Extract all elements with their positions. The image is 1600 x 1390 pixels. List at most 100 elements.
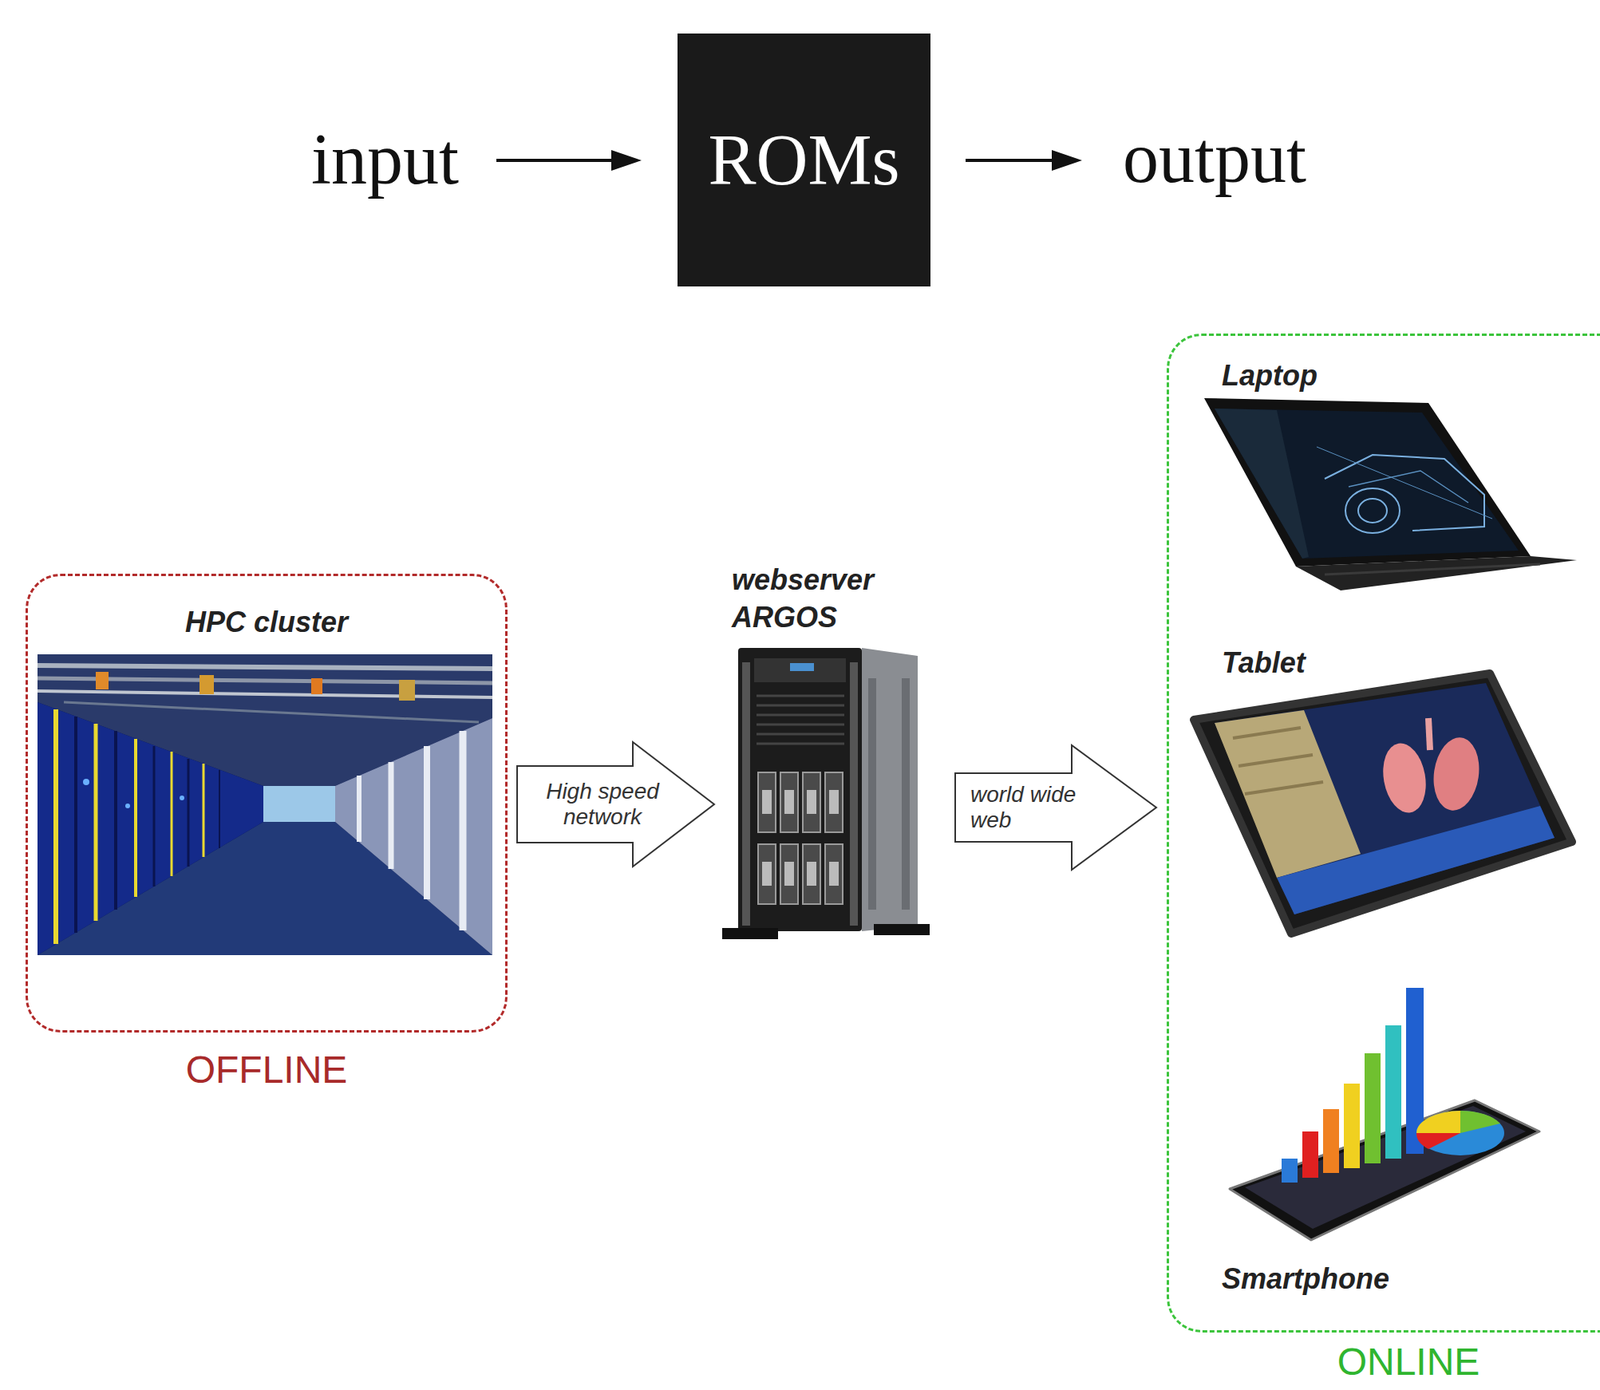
tablet-picture-part — [1193, 673, 1573, 934]
hpc-photo-part — [311, 678, 323, 695]
laptop-picture-part — [1324, 454, 1485, 531]
hpc-photo-part — [263, 786, 336, 822]
smartphone-picture-part — [1416, 1110, 1505, 1156]
smartphone-picture-part-part — [1343, 1083, 1360, 1169]
offline-region: HPC clusterOFFLINE — [25, 573, 508, 1033]
tablet-picture-part — [1244, 782, 1324, 795]
hpc-photo-part — [187, 758, 190, 867]
laptop-device: Laptop — [1204, 356, 1577, 591]
hpc-photo-part — [82, 778, 90, 786]
node-label: ONLINE — [1169, 1343, 1600, 1382]
hpc-photo-part — [37, 665, 493, 669]
hpc-photo-part — [356, 775, 362, 842]
server-tower-part-part — [758, 772, 776, 833]
server-tower-part — [738, 647, 862, 932]
smartphone-picture-part-part — [1364, 1053, 1381, 1164]
hpc-photo-part — [37, 702, 264, 956]
laptop-picture-part — [1348, 470, 1469, 503]
laptop-picture-part — [1324, 564, 1541, 575]
server-tower-part-part — [758, 844, 776, 905]
node-label: Tablet — [1221, 645, 1306, 680]
server-tower-part — [756, 695, 845, 698]
server-tower-part — [790, 663, 814, 672]
server-tower-part — [756, 723, 845, 727]
node-label: output — [1121, 118, 1308, 198]
block-arrow — [517, 742, 715, 867]
server-tower-part — [849, 662, 858, 926]
server-tower-part-part — [802, 844, 821, 905]
block-arrow — [955, 745, 1157, 870]
node-label: Laptop — [1221, 358, 1318, 393]
edge-label: High speed network — [530, 778, 675, 830]
server-tower — [722, 647, 930, 940]
server-tower-part-part — [802, 772, 821, 833]
laptop-picture-part — [1358, 498, 1387, 523]
hpc-photo-part — [179, 795, 185, 801]
server-tower-part — [758, 772, 843, 905]
rom-box: ROMs — [677, 33, 931, 287]
smartphone-device: Smartphone — [1216, 984, 1541, 1301]
hpc-photo-part — [423, 746, 431, 900]
server-tower-part-part — [762, 861, 772, 886]
output-term: output — [1121, 118, 1308, 198]
hpc-photo-part — [134, 738, 138, 897]
edge-label: world wide web — [970, 782, 1107, 834]
node-label: ROMs — [707, 120, 900, 200]
node-label: input — [309, 119, 461, 199]
server-tower-part — [762, 790, 839, 886]
hpc-photo-part — [125, 803, 131, 809]
tablet-picture-part — [1232, 727, 1301, 739]
hpc-photo-part — [37, 691, 493, 698]
hpc-photo-part — [37, 654, 493, 956]
smartphone-picture-part — [1460, 1110, 1501, 1134]
tablet-picture-part — [1214, 683, 1555, 915]
tablet-device: Tablet — [1193, 642, 1573, 934]
server-tower-part-part — [825, 844, 843, 905]
server-tower-part — [742, 662, 751, 926]
tablet-picture-part — [1214, 710, 1361, 878]
server-tower-part — [861, 647, 918, 932]
hpc-photo-part — [399, 679, 415, 701]
server-tower-part — [868, 678, 877, 910]
tablet-picture — [1193, 673, 1573, 934]
arrow-shaft — [496, 158, 615, 162]
block-arrow-shape — [955, 745, 1157, 870]
smartphone-picture-part-part — [1281, 1158, 1298, 1183]
smartphone-picture-part — [1416, 1133, 1461, 1150]
server-tower-part — [756, 714, 845, 717]
node-label: Smartphone — [1221, 1261, 1390, 1296]
hpc-photo-part — [153, 746, 156, 887]
smartphone-picture-part — [1229, 1100, 1540, 1241]
laptop-picture-part — [1295, 556, 1577, 591]
server-tower-part-part — [829, 790, 839, 814]
server-tower-part-part — [780, 772, 799, 833]
arrow-shaft — [965, 158, 1055, 162]
hpc-photo — [37, 654, 493, 956]
server-tower-part — [756, 704, 845, 708]
hpc-photo-part — [74, 716, 78, 933]
hpc-photo-part — [335, 718, 493, 956]
hpc-photo-part — [459, 730, 467, 931]
smartphone-picture — [1229, 987, 1540, 1241]
flow-arrow — [965, 150, 1083, 171]
node-label: HPC cluster — [27, 604, 506, 640]
webserver-node: webserver ARGOS — [714, 558, 931, 946]
server-tower-part-part — [784, 790, 795, 814]
server-tower-part — [756, 742, 845, 746]
flow-arrow — [496, 150, 642, 171]
laptop-picture-part — [1316, 446, 1493, 519]
server-tower-part-part — [806, 861, 817, 886]
arrow-head — [1051, 150, 1083, 171]
server-tower-part — [722, 928, 779, 940]
laptop-picture-part — [1345, 488, 1400, 534]
smartphone-picture-part — [1416, 1110, 1461, 1134]
server-tower-part-part — [784, 861, 795, 886]
tablet-picture-part — [1276, 805, 1555, 915]
arrow-head — [611, 150, 642, 171]
laptop-picture-part — [1214, 408, 1309, 559]
input-term: input — [309, 119, 461, 199]
tablet-picture-part — [1378, 739, 1431, 817]
online-region: ONLINELaptopTabletSmartphone — [1166, 333, 1600, 1333]
server-tower-part-part — [806, 790, 817, 814]
hpc-photo-part — [218, 770, 221, 849]
